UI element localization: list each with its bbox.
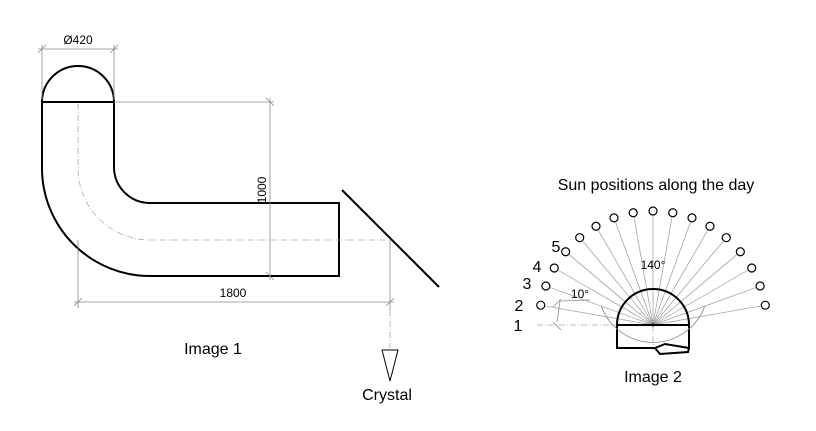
sun-position-icon xyxy=(628,208,638,218)
dimension-tick xyxy=(552,321,562,331)
sun-position-icon xyxy=(735,247,745,257)
sun-position-icon xyxy=(541,281,551,291)
sun-ray xyxy=(652,222,691,326)
dimension-tick xyxy=(109,44,119,54)
image-2-caption: Image 2 xyxy=(624,369,682,386)
angle-total-label: 140° xyxy=(641,258,666,272)
sun-position-icon xyxy=(705,221,715,231)
sun-position-icon xyxy=(536,300,546,310)
dimension-tick xyxy=(385,297,395,307)
sun-ray xyxy=(652,254,737,326)
sun-ray xyxy=(633,217,654,326)
sun-ray xyxy=(652,241,724,326)
sun-position-icon xyxy=(747,263,757,273)
pipe-centerline xyxy=(77,104,390,241)
sun-rays xyxy=(545,216,761,326)
dimension-tick xyxy=(265,271,275,281)
tube-dome xyxy=(615,288,691,326)
pipe-dome xyxy=(40,65,116,103)
dimension-tick xyxy=(37,44,47,54)
sun-ray xyxy=(569,254,654,326)
sun-ray xyxy=(598,230,654,326)
dimension-diameter-label: Ø420 xyxy=(63,33,93,47)
mirror-line xyxy=(341,189,440,288)
position-label-3: 3 xyxy=(523,276,532,293)
sun-position-icon xyxy=(561,247,571,257)
sun-ray xyxy=(615,222,654,326)
sun-position-icon xyxy=(648,206,658,216)
sun-position-icon xyxy=(549,263,559,273)
pipe-outline xyxy=(41,102,340,277)
sun-position-icon xyxy=(687,213,697,223)
sun-ray xyxy=(652,217,673,326)
sun-ray xyxy=(545,305,654,326)
sun-ray xyxy=(558,270,654,326)
sun-diagram-title: Sun positions along the day xyxy=(558,177,755,194)
crystal-icon xyxy=(381,349,399,382)
sun-ray xyxy=(652,230,708,326)
image-1-caption: Image 1 xyxy=(184,341,242,358)
dimension-tick xyxy=(265,97,275,107)
dimension-tick xyxy=(552,298,562,308)
dimension-length-label: 1800 xyxy=(220,286,247,300)
sun-position-icon xyxy=(760,300,770,310)
position-label-1: 1 xyxy=(514,318,523,335)
sun-position-icon xyxy=(609,213,619,223)
position-label-4: 4 xyxy=(533,259,542,276)
dimension-height-label: 1000 xyxy=(255,176,269,203)
break-line xyxy=(654,342,690,349)
crystal-label: Crystal xyxy=(362,387,412,404)
sun-position-icon xyxy=(668,208,678,218)
image-2-sun-diagram: Sun positions along the day 140° 10° 1 2… xyxy=(514,177,770,386)
angle-arc-140 xyxy=(600,306,706,343)
sun-position-icon xyxy=(721,233,731,243)
sun-ray xyxy=(652,270,748,326)
sun-position-icon xyxy=(755,281,765,291)
sun-ray xyxy=(582,241,654,326)
sun-position-icon xyxy=(591,221,601,231)
sun-positions xyxy=(536,206,770,310)
sun-position-icon xyxy=(575,233,585,243)
dimension-tick xyxy=(73,297,83,307)
position-label-5: 5 xyxy=(552,239,561,256)
sun-ray xyxy=(652,305,761,326)
position-label-2: 2 xyxy=(515,298,524,315)
angle-step-dimension xyxy=(556,299,591,323)
angle-step-label: 10° xyxy=(571,287,589,301)
center-point xyxy=(651,323,655,327)
image-1-pipe-drawing: Ø420 1000 1800 Crystal Image 1 xyxy=(37,33,440,404)
